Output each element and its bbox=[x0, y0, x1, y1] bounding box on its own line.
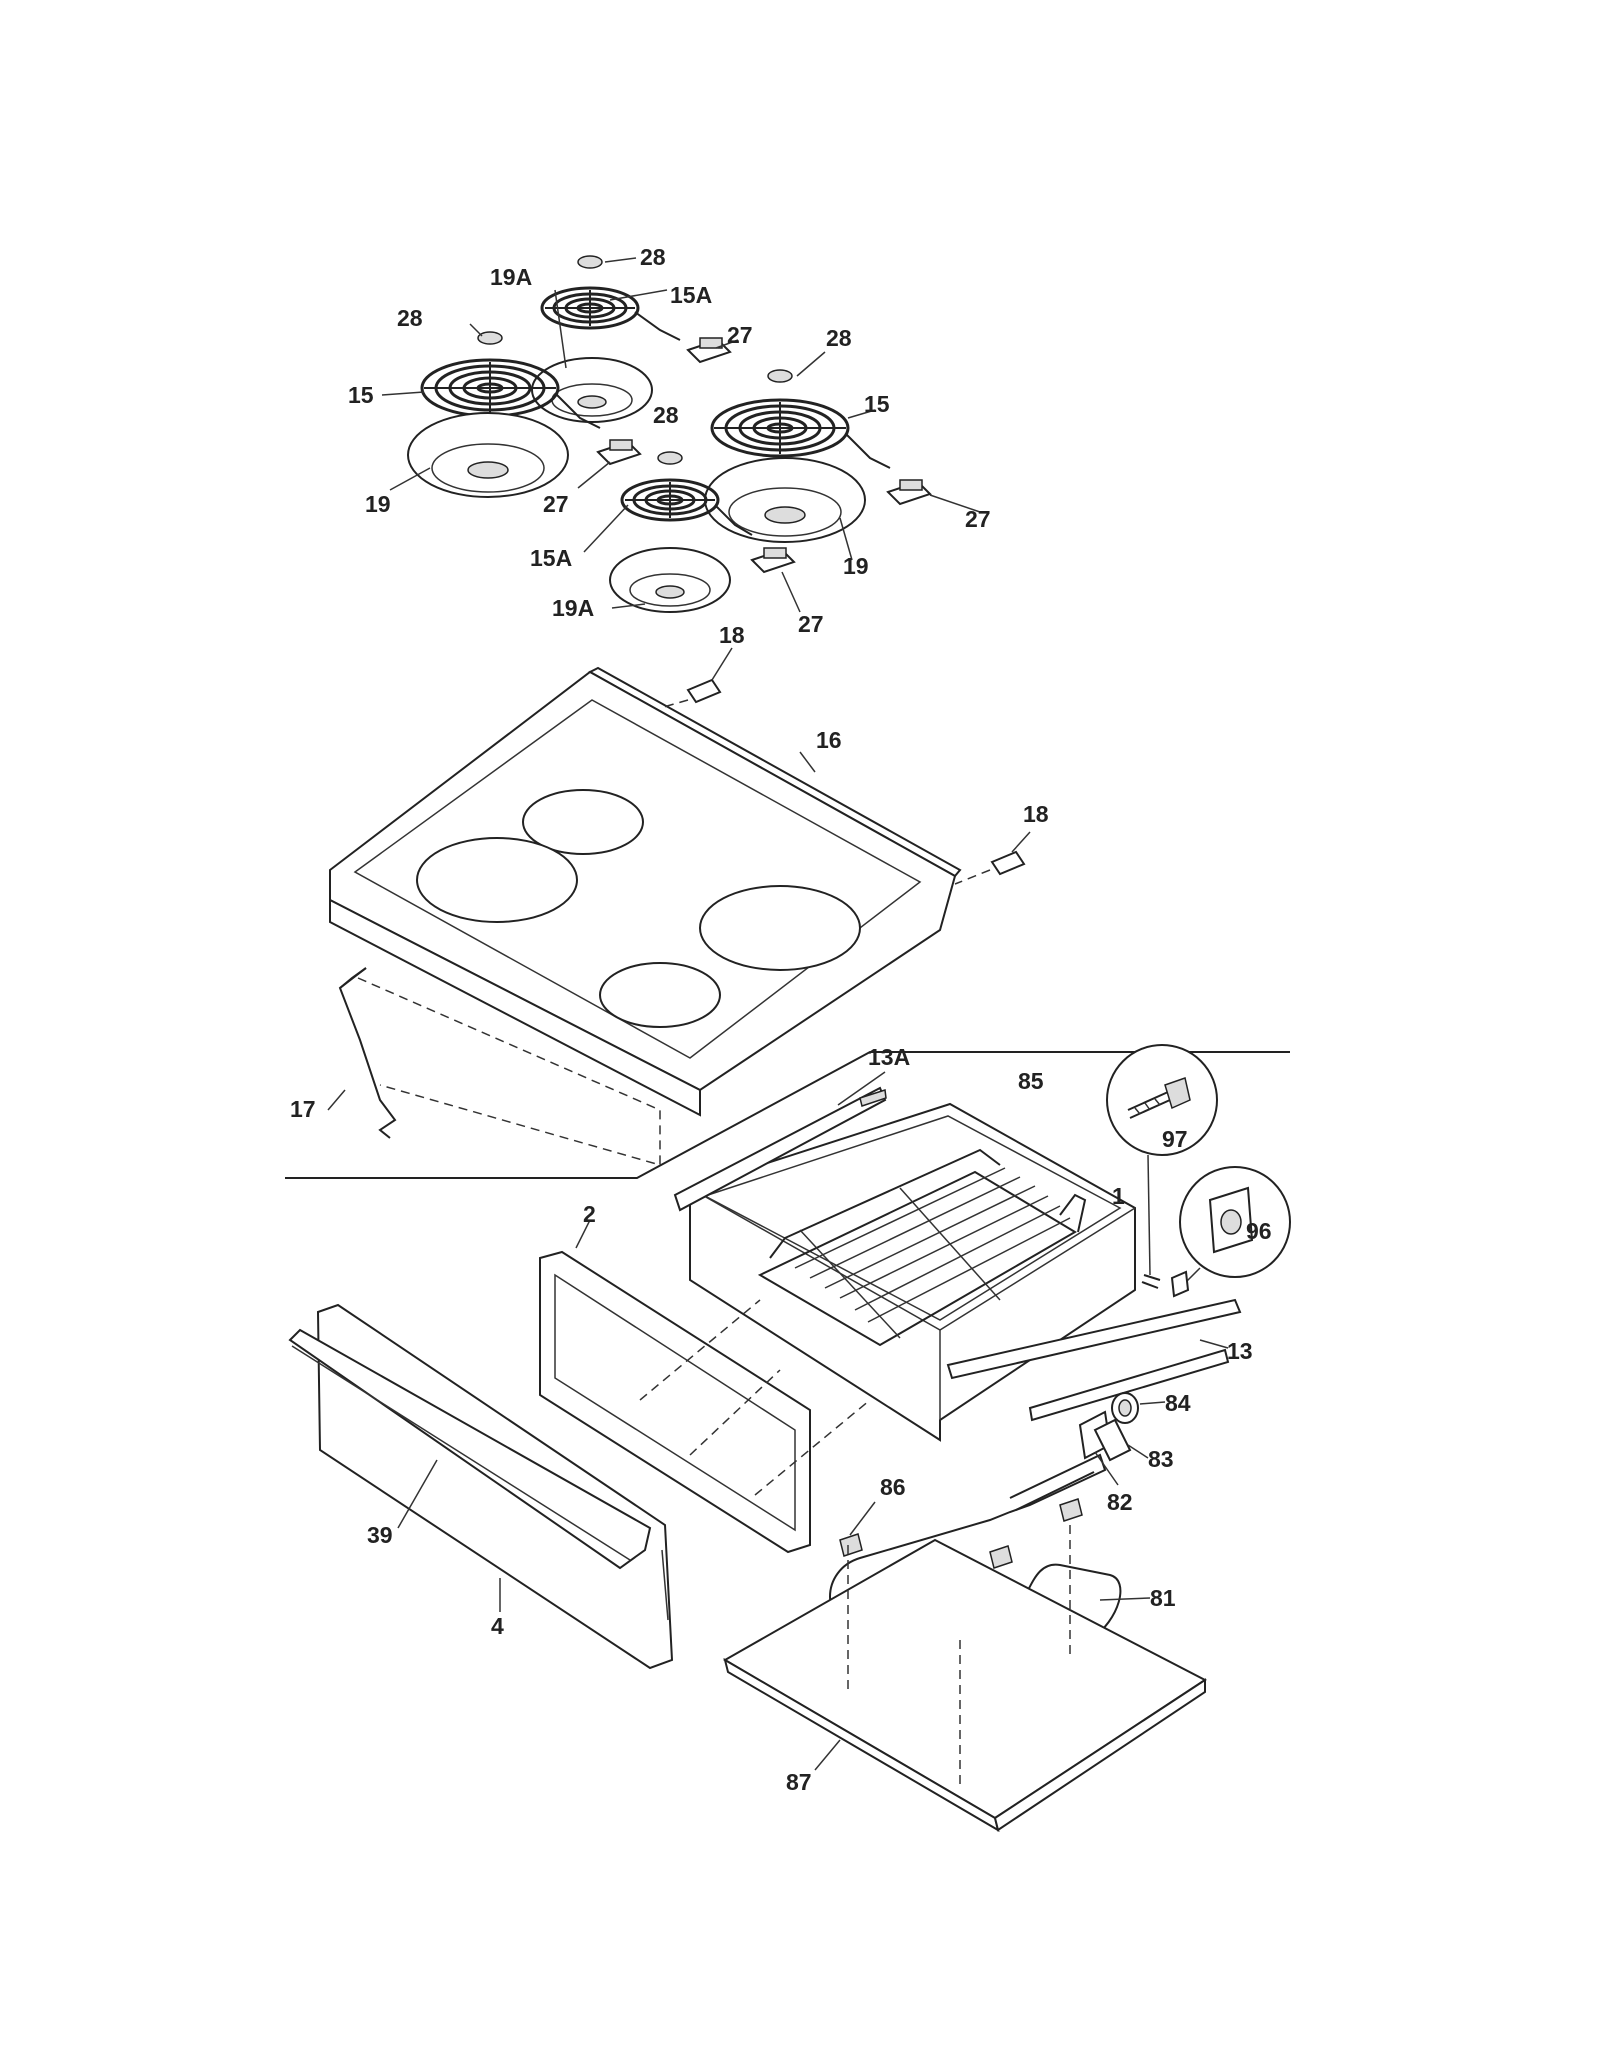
screw-callout-leader bbox=[1147, 1154, 1151, 1276]
front-small-drip-bowl bbox=[609, 547, 731, 613]
burner-opening-front-right bbox=[599, 962, 721, 1028]
callout-81: 81 bbox=[1150, 1585, 1176, 1611]
callout-4: 4 bbox=[491, 1613, 504, 1639]
callout-15a-top: 15A bbox=[670, 282, 712, 308]
right-large-surface-element bbox=[710, 398, 891, 469]
callout-1: 1 bbox=[1112, 1183, 1125, 1209]
callout-86: 86 bbox=[880, 1474, 906, 1500]
main-cooktop bbox=[329, 666, 962, 1117]
drawer-liner-frame bbox=[539, 1250, 811, 1554]
callout-19a-bottom: 19A bbox=[552, 595, 594, 621]
callout-18-right: 18 bbox=[1023, 801, 1049, 827]
callout-28-right: 28 bbox=[826, 325, 852, 351]
callout-97: 97 bbox=[1162, 1126, 1188, 1152]
callout-19-left: 19 bbox=[365, 491, 391, 517]
left-large-drip-bowl bbox=[407, 412, 569, 498]
cooktop-hinge-bracket-left bbox=[686, 678, 722, 704]
callout-28-mid: 28 bbox=[653, 402, 679, 428]
callout-15-right: 15 bbox=[864, 391, 890, 417]
rear-trim-ring-cap bbox=[577, 255, 603, 269]
burner-opening-rear-left bbox=[522, 789, 644, 855]
bake-element-clip-left bbox=[839, 1533, 863, 1557]
callout-27-left: 27 bbox=[543, 491, 569, 517]
drawer-rack bbox=[757, 1148, 1087, 1347]
callout-39: 39 bbox=[367, 1522, 393, 1548]
screw-callout-bubble bbox=[1106, 1044, 1218, 1156]
drawer-handle bbox=[288, 1328, 652, 1570]
front-trim-ring-cap bbox=[657, 451, 683, 465]
callout-18-top: 18 bbox=[719, 622, 745, 648]
callout-19a-top: 19A bbox=[490, 264, 532, 290]
callout-17: 17 bbox=[290, 1096, 316, 1122]
callout-15-left: 15 bbox=[348, 382, 374, 408]
element-receptacle-right bbox=[886, 479, 932, 506]
rear-small-surface-element bbox=[540, 286, 681, 341]
right-trim-ring-cap bbox=[767, 369, 793, 383]
element-block bbox=[1093, 1418, 1132, 1462]
callout-28-top: 28 bbox=[640, 244, 666, 270]
top-support-rod bbox=[338, 967, 397, 1139]
hinge-bracket-left-dashed-leader bbox=[659, 699, 689, 709]
callout-87: 87 bbox=[786, 1769, 812, 1795]
burner-opening-rear-right bbox=[699, 885, 861, 971]
bake-element-clip-mid bbox=[989, 1545, 1013, 1569]
element-receptacle-front bbox=[750, 547, 796, 574]
left-drawer-slide bbox=[673, 1086, 887, 1212]
callout-13: 13 bbox=[1227, 1338, 1253, 1364]
burner-opening-front-left bbox=[416, 837, 578, 923]
callout-83: 83 bbox=[1148, 1446, 1174, 1472]
drawer-liner-dashed-path bbox=[639, 1299, 761, 1401]
right-large-drip-bowl bbox=[704, 457, 866, 543]
callout-28-left: 28 bbox=[397, 305, 423, 331]
hinge-bracket-right-dashed-leader bbox=[954, 869, 991, 885]
right-drawer-slide bbox=[946, 1298, 1242, 1422]
callout-2: 2 bbox=[583, 1201, 596, 1227]
washer-installed bbox=[1170, 1270, 1190, 1298]
callout-27-bottom: 27 bbox=[798, 611, 824, 637]
callout-19-right: 19 bbox=[843, 553, 869, 579]
callout-15a-bottom: 15A bbox=[530, 545, 572, 571]
element-receptacle-rear bbox=[686, 337, 732, 364]
callout-13a: 13A bbox=[868, 1044, 910, 1070]
callout-96: 96 bbox=[1246, 1218, 1272, 1244]
callout-82: 82 bbox=[1107, 1489, 1133, 1515]
element-receptacle-left bbox=[596, 439, 642, 466]
screw-installed bbox=[1141, 1274, 1161, 1289]
cooktop-hinge-bracket-right bbox=[990, 850, 1026, 876]
callout-84: 84 bbox=[1165, 1390, 1191, 1416]
rear-small-drip-bowl bbox=[531, 357, 653, 423]
left-trim-ring-cap bbox=[477, 331, 503, 345]
callout-16: 16 bbox=[816, 727, 842, 753]
front-small-surface-element bbox=[620, 478, 753, 536]
section-divider bbox=[285, 1051, 1290, 1179]
washer-callout-bubble bbox=[1179, 1166, 1291, 1278]
bake-element-clip-right bbox=[1059, 1498, 1083, 1522]
element-insulator bbox=[1111, 1392, 1139, 1424]
callout-27-right: 27 bbox=[965, 506, 991, 532]
drawer-bottom-pan bbox=[723, 1538, 1207, 1833]
burner-assembly-group bbox=[381, 255, 981, 613]
callout-85: 85 bbox=[1018, 1068, 1044, 1094]
support-rod-dashed-path bbox=[357, 977, 661, 1166]
callout-27-top: 27 bbox=[727, 322, 753, 348]
